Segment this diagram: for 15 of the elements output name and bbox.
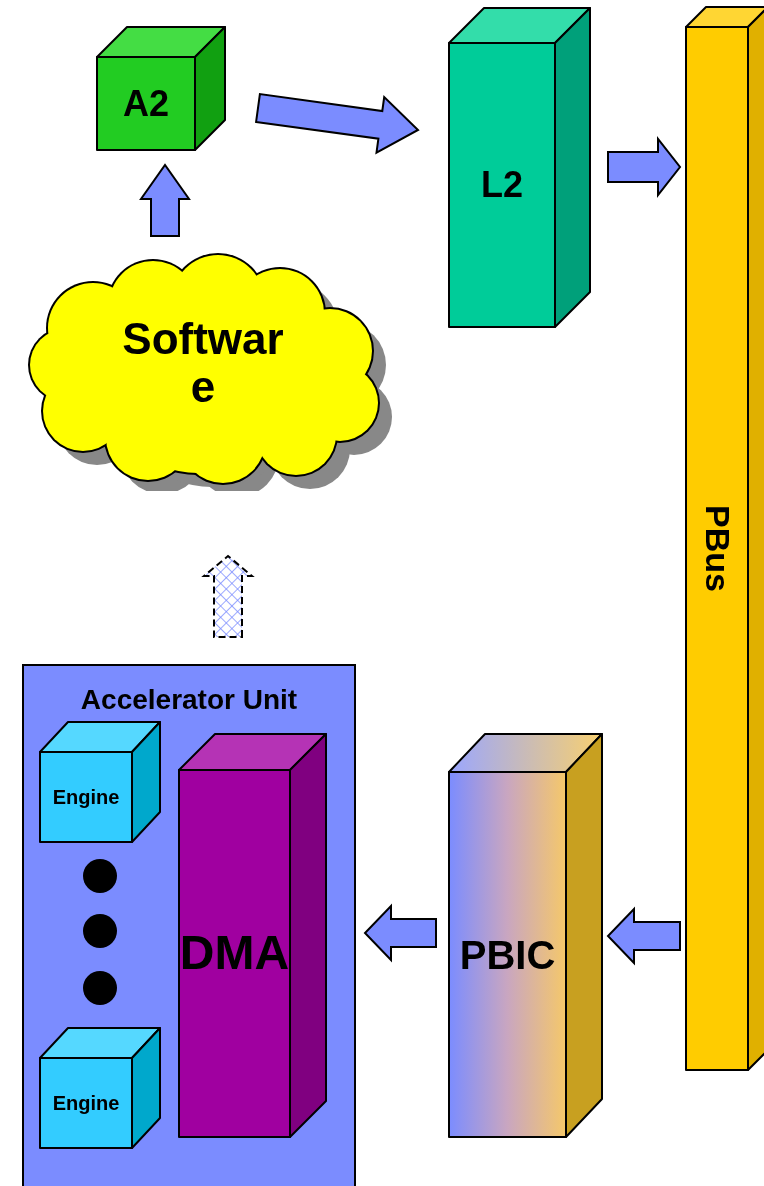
block-label: L2	[481, 165, 523, 205]
block-label: PBus	[698, 505, 736, 592]
block-arrow	[606, 906, 681, 966]
block-label: A2	[123, 83, 169, 124]
block-arrow	[607, 136, 682, 198]
block-label: DMA	[179, 927, 290, 980]
block-label: PBIC	[459, 932, 556, 977]
block-arrow	[139, 163, 191, 237]
panel-title: Accelerator Unit	[80, 684, 298, 716]
block-arrow	[201, 554, 255, 638]
block-arrow	[254, 92, 420, 155]
block-arrow	[363, 903, 437, 963]
block-label: Software	[121, 314, 285, 412]
block-label: Engine	[52, 1092, 120, 1114]
block-label: Engine	[52, 786, 120, 808]
